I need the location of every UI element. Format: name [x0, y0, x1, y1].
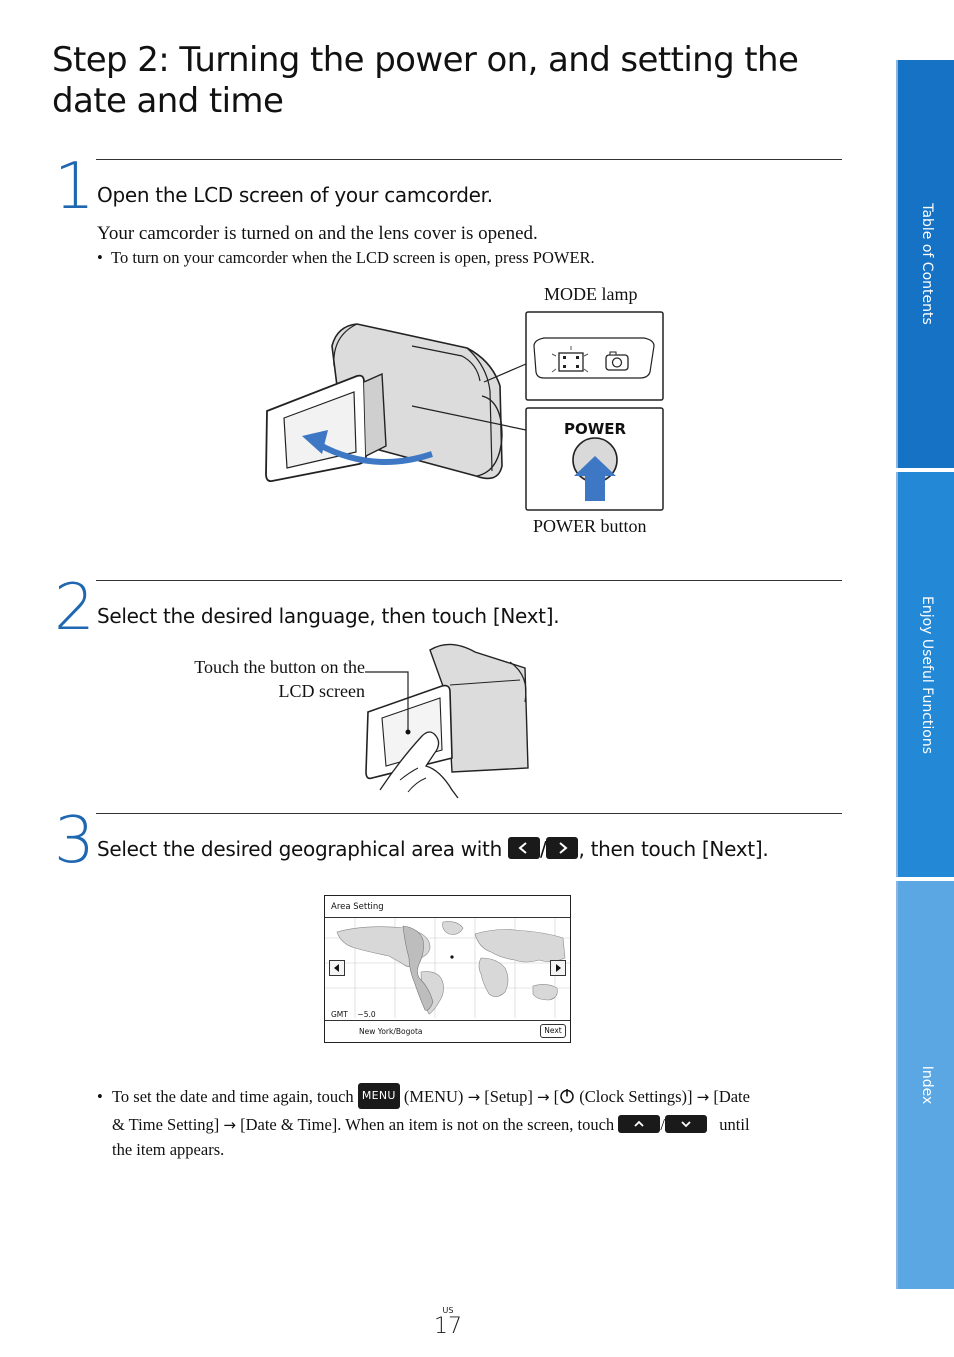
note-part-1: To set the date and time again, touch [112, 1087, 354, 1106]
gmt-readout: GMT −5.0 [331, 1010, 376, 1019]
area-setting-screen: Area Setting GMT −5.0 New York/Bogota Ne… [324, 895, 571, 1043]
note-part-4-close: (Clock Settings)] [579, 1087, 693, 1106]
arrow-icon: → [223, 1116, 236, 1134]
side-tab-label: Enjoy Useful Functions [919, 595, 935, 754]
note-bullet-dot: • [97, 1087, 103, 1106]
city-name: New York/Bogota [359, 1027, 423, 1036]
step-1-text: Your camcorder is turned on and the lens… [97, 223, 538, 244]
touch-callout-line-2: LCD screen [278, 681, 365, 701]
gmt-value: −5.0 [357, 1010, 376, 1019]
arrow-icon: → [467, 1088, 481, 1106]
step-3-heading: Select the desired geographical area wit… [97, 836, 769, 862]
camcorder-illustration-open-lcd: POWER [265, 311, 664, 511]
gmt-label: GMT [331, 1010, 348, 1019]
side-tab-enjoy-useful-functions[interactable]: Enjoy Useful Functions [896, 472, 954, 877]
bullet-dot: • [97, 248, 103, 267]
side-tab-table-of-contents[interactable]: Table of Contents [896, 60, 954, 468]
triangle-right-icon [556, 964, 561, 972]
touch-callout-line-1: Touch the button on the [194, 657, 365, 677]
step-1-bullet: • To turn on your camcorder when the LCD… [97, 247, 595, 269]
step-3-heading-part-2: , then touch [Next]. [578, 837, 769, 861]
note-line-2-part-3: until [719, 1115, 750, 1134]
page-number-value: 17 [434, 1314, 462, 1339]
area-setting-title: Area Setting [331, 902, 384, 912]
selected-city-marker [450, 955, 454, 959]
step-2-divider [96, 580, 842, 581]
side-tab-label: Table of Contents [919, 203, 935, 325]
next-button[interactable]: Next [540, 1024, 566, 1038]
world-map [325, 918, 570, 1018]
arrow-icon: → [696, 1088, 710, 1106]
mode-lamp-callout: MODE lamp [544, 284, 638, 304]
arrow-icon: → [536, 1088, 550, 1106]
side-tab-index[interactable]: Index [896, 881, 954, 1289]
step-1-heading: Open the LCD screen of your camcorder. [97, 183, 493, 207]
power-button-callout: POWER button [533, 516, 647, 536]
note-part-3: [Setup] [484, 1087, 533, 1106]
step-1-divider [96, 159, 842, 160]
step-1-number: 1 [54, 150, 95, 224]
page-number: US 17 [434, 1306, 462, 1339]
note-line-2-part-1: & Time Setting] [112, 1115, 220, 1134]
note-line-1: To set the date and time again, touch ME… [112, 1083, 750, 1112]
note-line-3: the item appears. [112, 1140, 225, 1159]
map-prev-button[interactable] [329, 960, 345, 976]
page-region: US [442, 1306, 454, 1315]
clock-icon [560, 1089, 574, 1104]
step-2-number: 2 [54, 571, 95, 645]
note-line-2-part-2: [Date & Time]. When an item is not on th… [240, 1115, 615, 1134]
step-3-number: 3 [54, 804, 95, 878]
step-3-heading-part-1: Select the desired geographical area wit… [97, 837, 502, 861]
map-next-button[interactable] [550, 960, 566, 976]
note-part-5: [Date [713, 1087, 750, 1106]
prev-area-icon [508, 836, 541, 859]
camcorder-illustration-touch-lcd [365, 643, 529, 799]
side-tab-label: Index [919, 1065, 935, 1105]
page-title: Step 2: Turning the power on, and settin… [52, 40, 799, 121]
screen-title-divider [325, 917, 570, 918]
screen-footer-divider [325, 1020, 570, 1021]
note-line-2: & Time Setting] → [Date & Time]. When an… [112, 1114, 750, 1136]
step-1-bullet-text: To turn on your camcorder when the LCD s… [111, 248, 595, 267]
step-3-divider [96, 813, 842, 814]
next-area-icon [546, 836, 579, 859]
note-part-4-open: [ [553, 1087, 560, 1106]
menu-icon: MENU [357, 1083, 400, 1109]
note-line-2-sep: / [660, 1115, 665, 1134]
power-label: POWER [564, 420, 627, 438]
step-3-heading-sep: / [540, 837, 547, 861]
scroll-down-icon [664, 1115, 707, 1134]
triangle-left-icon [334, 964, 339, 972]
scroll-up-icon [618, 1115, 661, 1134]
step-2-heading: Select the desired language, then touch … [97, 604, 560, 628]
note-part-2: (MENU) [403, 1087, 464, 1106]
